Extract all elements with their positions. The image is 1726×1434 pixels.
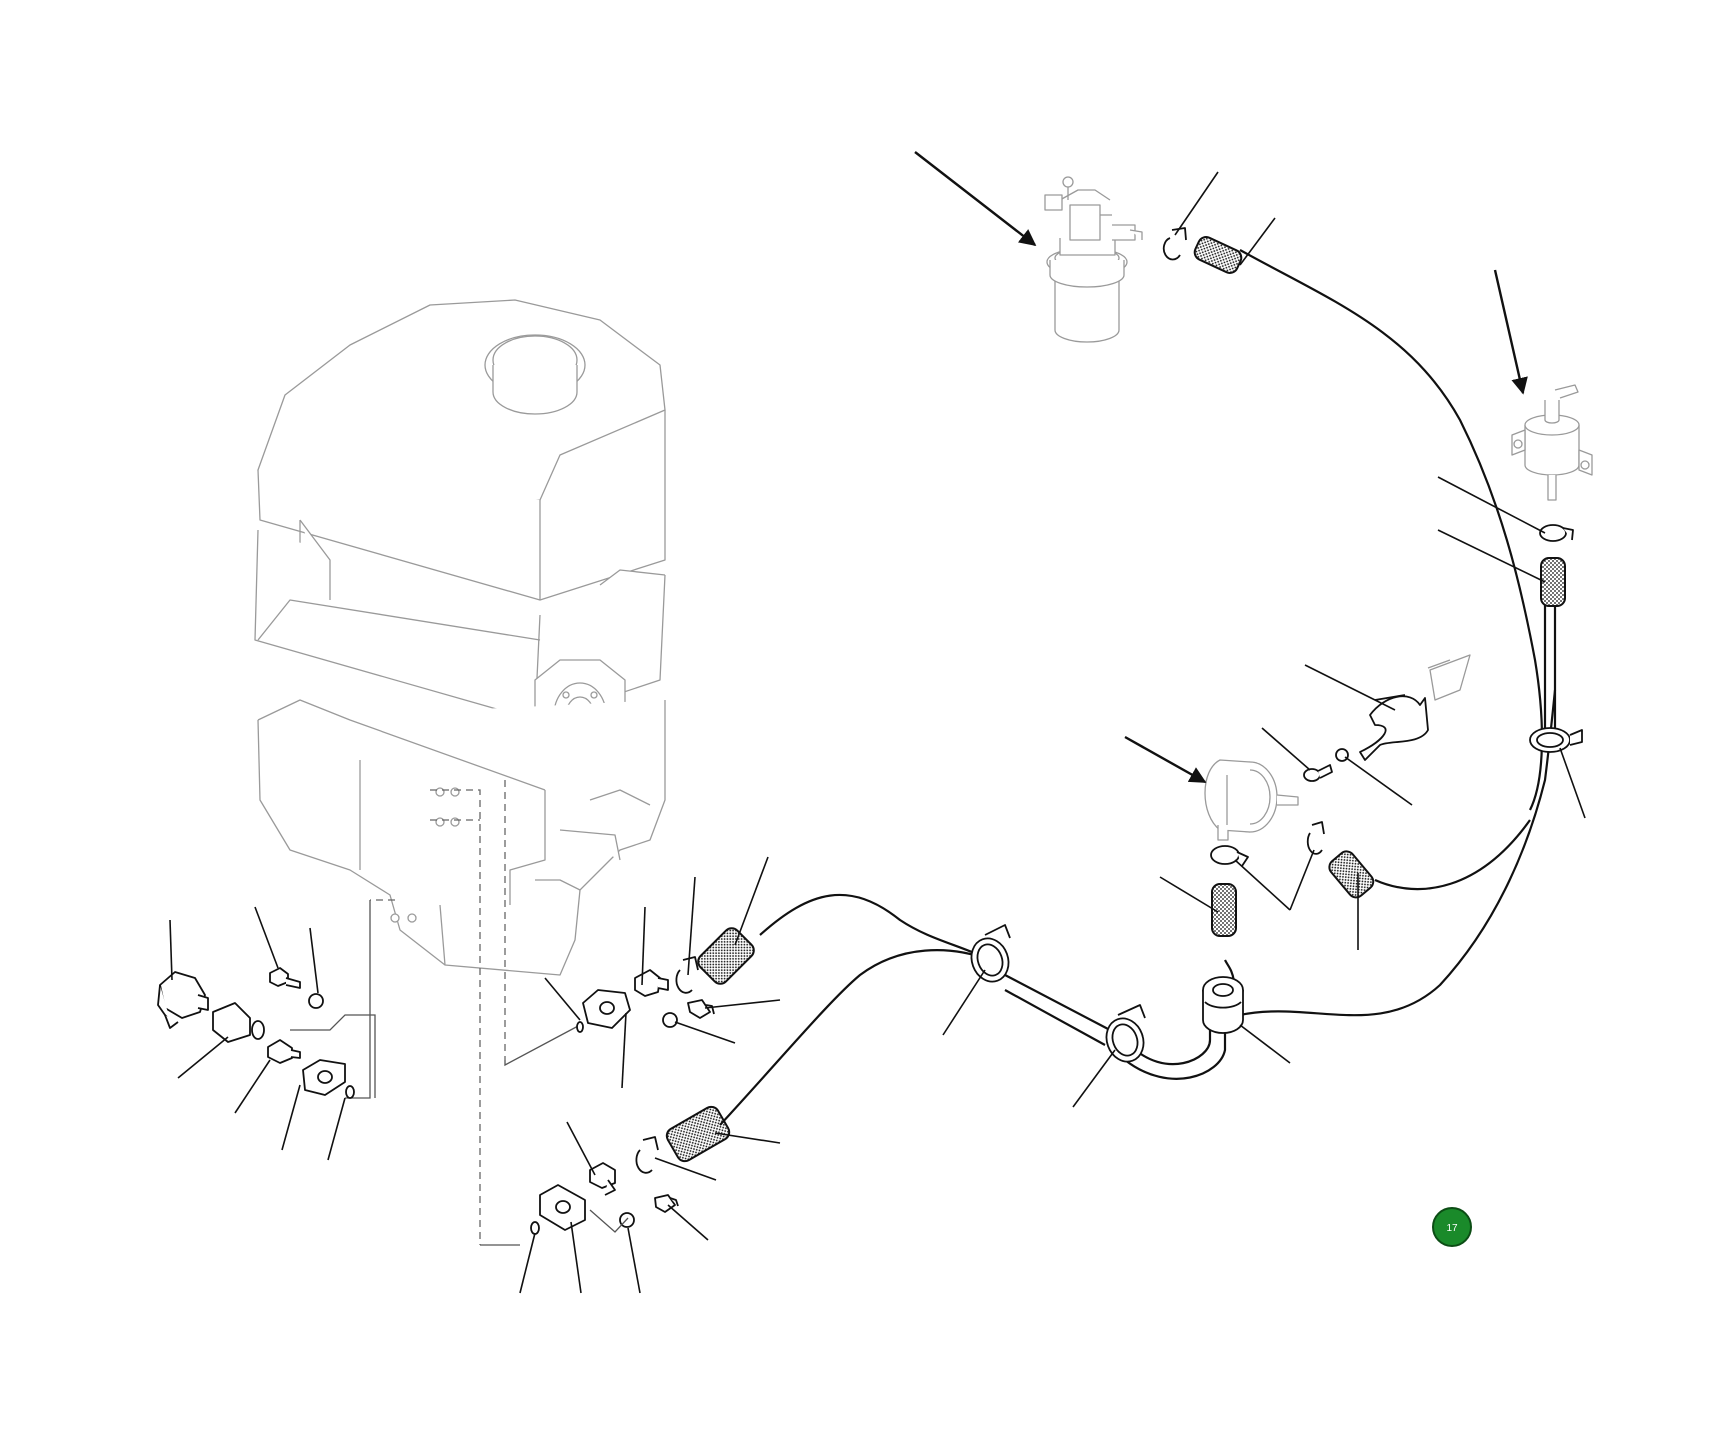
o-ring-upper — [576, 1021, 584, 1033]
inline-filter — [1204, 759, 1299, 841]
mounting-bracket — [1427, 654, 1471, 701]
o-ring-lower — [530, 1221, 540, 1235]
leader-lines — [169, 171, 1586, 1294]
washer-bracket — [1335, 748, 1349, 762]
bolt-lower — [654, 1194, 679, 1213]
hose-clamp-inline-a — [1210, 845, 1249, 867]
screw-bracket — [1303, 764, 1333, 782]
page-number-badge: 17 — [1432, 1207, 1472, 1247]
hose-filter-outlet — [1193, 236, 1243, 274]
hose-clamp-pump — [1539, 524, 1574, 542]
line-clamps — [970, 727, 1583, 1063]
p-clamp-2 — [1105, 1004, 1146, 1063]
union-fitting-lower — [589, 1162, 616, 1196]
banjo-bolt-left — [269, 967, 301, 989]
filter-clamp-bracket — [1359, 694, 1429, 761]
p-clamp-3 — [1529, 727, 1583, 753]
hose-pump-outlet — [1540, 557, 1566, 607]
fuel-filter-assembly — [1044, 176, 1143, 343]
bolt-upper — [687, 999, 715, 1019]
left-fittings-group — [157, 967, 376, 1099]
washer-left — [308, 993, 324, 1009]
hose-lower-left — [665, 1105, 731, 1163]
hose-clamp-lower — [635, 1136, 659, 1174]
hose-inline-outlet — [1328, 850, 1375, 899]
upper-middle-fittings-group — [576, 927, 755, 1033]
hose-upper-left — [697, 927, 755, 985]
flange-upper — [582, 989, 631, 1029]
o-ring-left — [345, 1085, 355, 1099]
union-fitting-left — [267, 1039, 301, 1064]
hose-clamp-upper — [675, 956, 699, 994]
hose-clamp-inline-b — [1306, 821, 1325, 855]
adapter-fitting — [212, 1002, 265, 1043]
fuel-lines — [719, 249, 1557, 1126]
fuel-sender-unit — [157, 971, 209, 1029]
pointer-arrows — [914, 151, 1528, 784]
hose-inline-vertical — [1211, 883, 1237, 937]
lower-middle-fittings-group — [530, 1105, 731, 1235]
page-number-label: 17 — [1446, 1223, 1458, 1234]
grommet — [1202, 976, 1244, 1034]
union-fitting-upper — [634, 969, 669, 997]
washer-upper — [662, 1012, 678, 1028]
hose-clamp-filter — [1162, 227, 1187, 261]
flange-gasket-left — [302, 1059, 346, 1096]
p-clamp-1 — [970, 924, 1011, 983]
fuel-tank — [254, 299, 666, 976]
fuel-pump — [1511, 384, 1593, 501]
flange-lower — [539, 1184, 586, 1231]
reference-lines — [345, 780, 581, 1246]
